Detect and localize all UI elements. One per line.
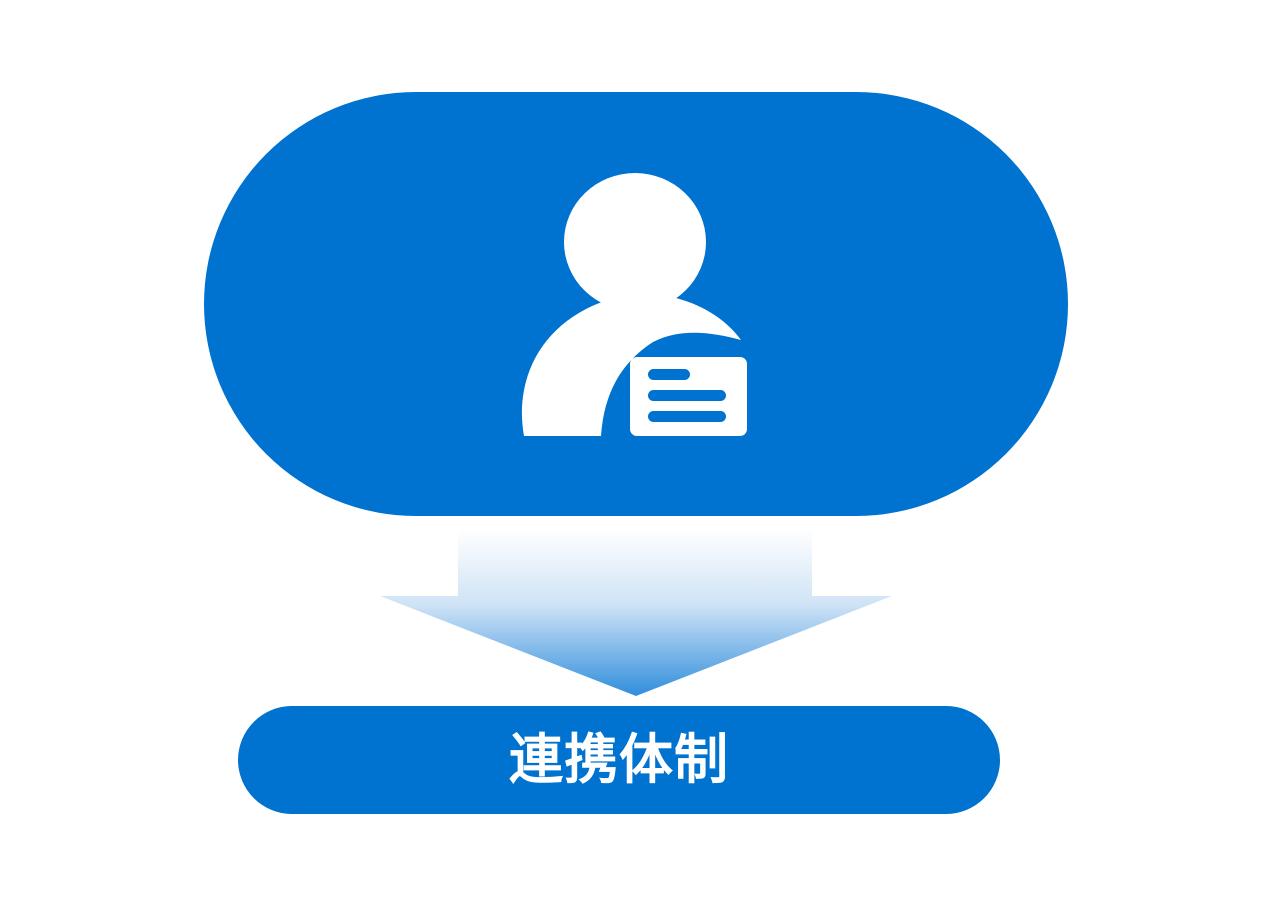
id-card-line-2: [648, 390, 726, 401]
arrow-shape: [380, 529, 892, 696]
person-with-id-card-icon: [521, 173, 747, 436]
person-head: [564, 173, 706, 311]
id-card-line-1: [648, 369, 690, 380]
id-card-line-3: [648, 411, 726, 422]
bottom-node: 連携体制: [238, 706, 1000, 814]
bottom-node-label: 連携体制: [509, 728, 729, 791]
arrow-down-icon: [380, 529, 892, 696]
person-body: [521, 298, 741, 436]
